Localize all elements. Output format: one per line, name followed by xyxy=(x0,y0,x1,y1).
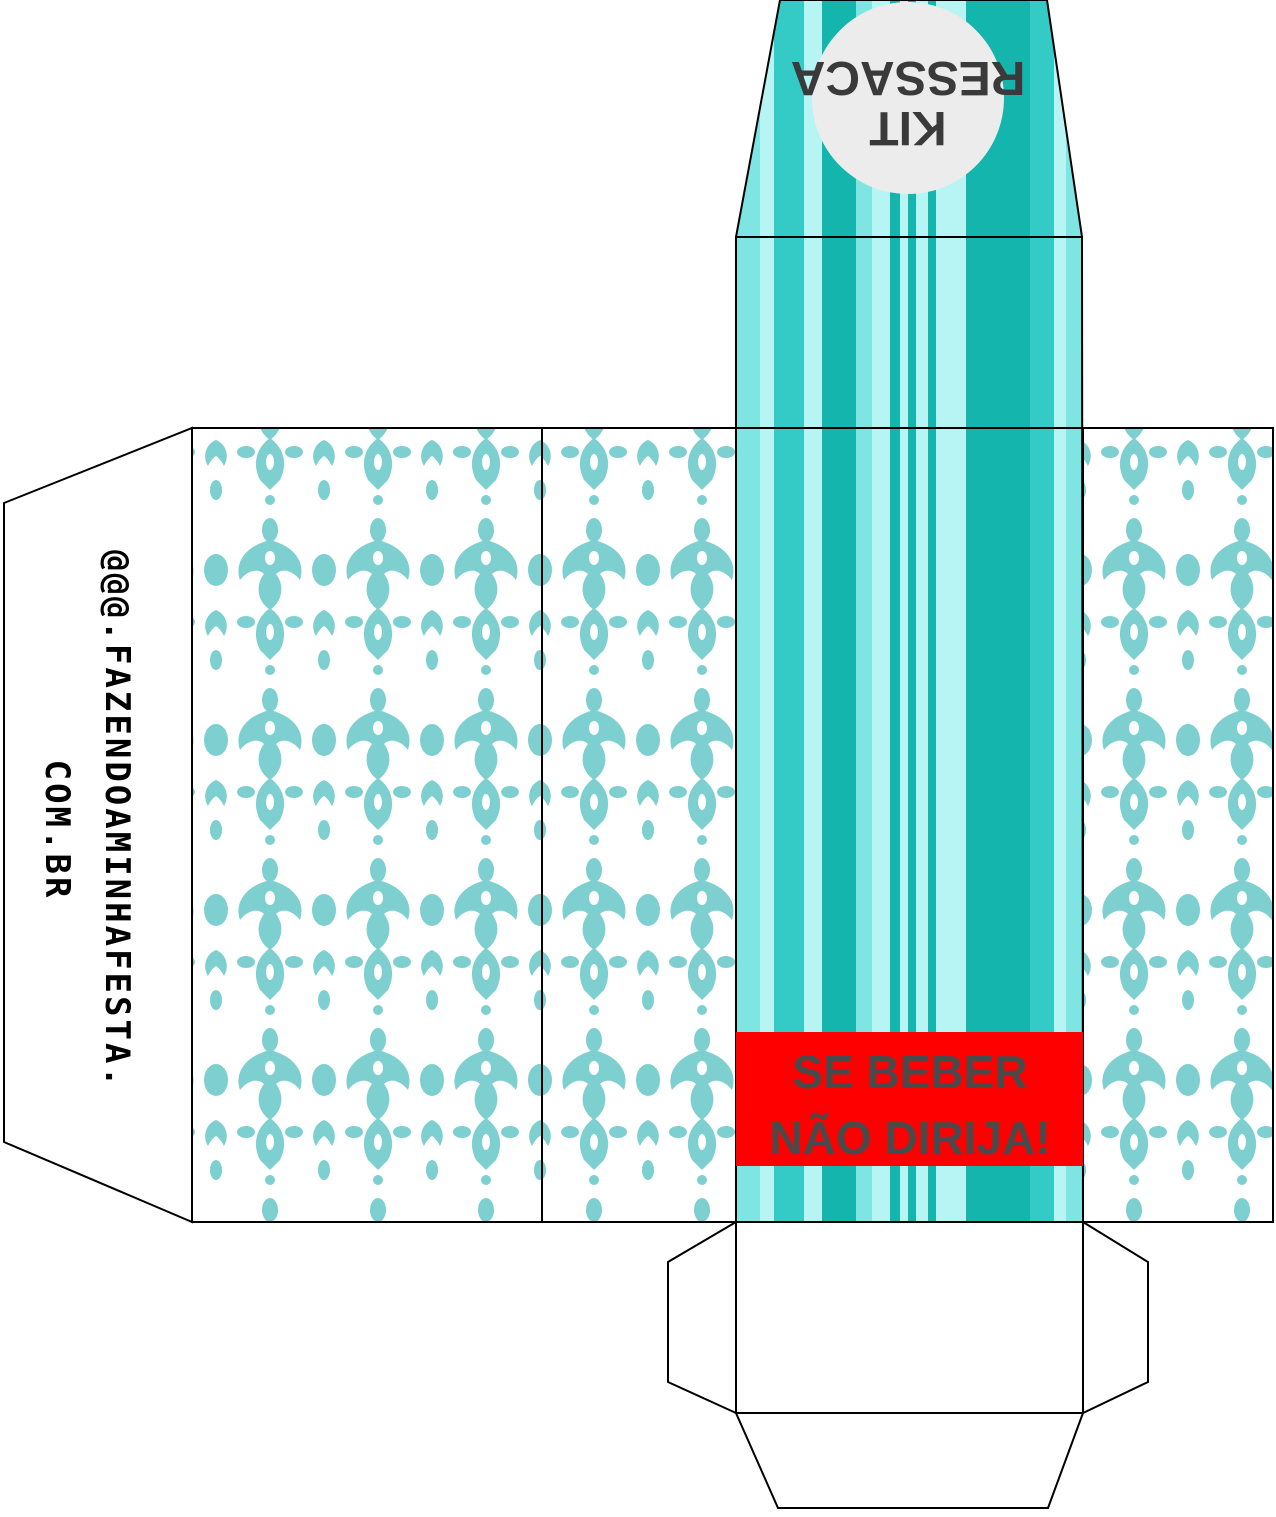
badge-text: KIT RESSACA xyxy=(791,51,1026,154)
damask-panel-left xyxy=(191,427,543,1223)
badge-line1: KIT xyxy=(869,101,946,154)
website-text: @@@.FAZENDOAMINHAFESTA. xyxy=(97,550,137,1090)
website-line2: COM.BR xyxy=(37,760,77,901)
box-base xyxy=(735,1221,1084,1414)
website-line1: @@@.FAZENDOAMINHAFESTA. xyxy=(97,550,137,1090)
base-flap-left xyxy=(667,1220,737,1415)
warning-line1: SE BEBER xyxy=(792,1046,1027,1098)
striped-panel xyxy=(736,0,1083,1222)
kit-badge xyxy=(812,2,1004,194)
warning-line2: NÃO DIRIJA! xyxy=(769,1112,1050,1164)
base-flap-right xyxy=(1082,1220,1149,1415)
damask-panel-middle xyxy=(541,427,737,1223)
badge-line2: RESSACA xyxy=(791,51,1026,104)
base-flap-bottom xyxy=(734,1412,1085,1509)
warning-label xyxy=(736,1032,1083,1166)
damask-panel-right xyxy=(1082,427,1274,1223)
